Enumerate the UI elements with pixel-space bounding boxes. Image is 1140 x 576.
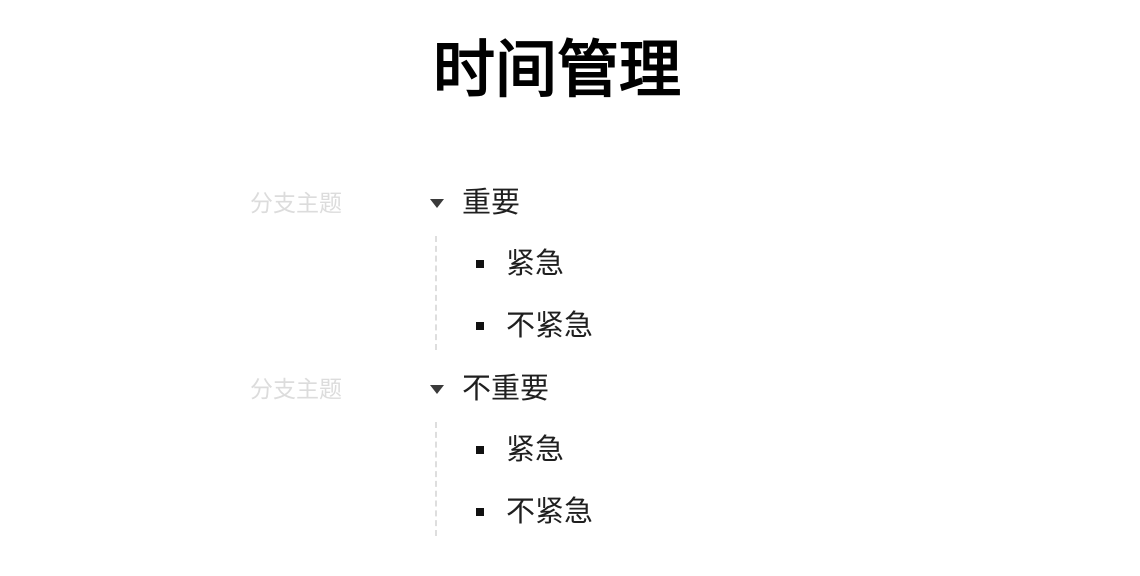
outline-item[interactable]: 不紧急 [506,494,594,528]
branch-placeholder-label: 分支主题 [250,377,342,403]
outline-heading[interactable]: 重要 [462,185,521,219]
outline-item[interactable]: 紧急 [506,246,565,280]
outline-item[interactable]: 紧急 [506,432,565,466]
branch-placeholder-label: 分支主题 [250,191,342,217]
outline-item[interactable]: 不紧急 [506,308,594,342]
outline-heading[interactable]: 不重要 [462,371,550,405]
collapse-triangle-icon[interactable] [430,199,444,208]
bullet-square-icon [476,260,484,268]
bullet-square-icon [476,322,484,330]
indent-guide-line [435,236,437,350]
bullet-square-icon [476,508,484,516]
bullet-square-icon [476,446,484,454]
page-title[interactable]: 时间管理 [432,33,681,106]
indent-guide-line [435,422,437,536]
collapse-triangle-icon[interactable] [430,385,444,394]
